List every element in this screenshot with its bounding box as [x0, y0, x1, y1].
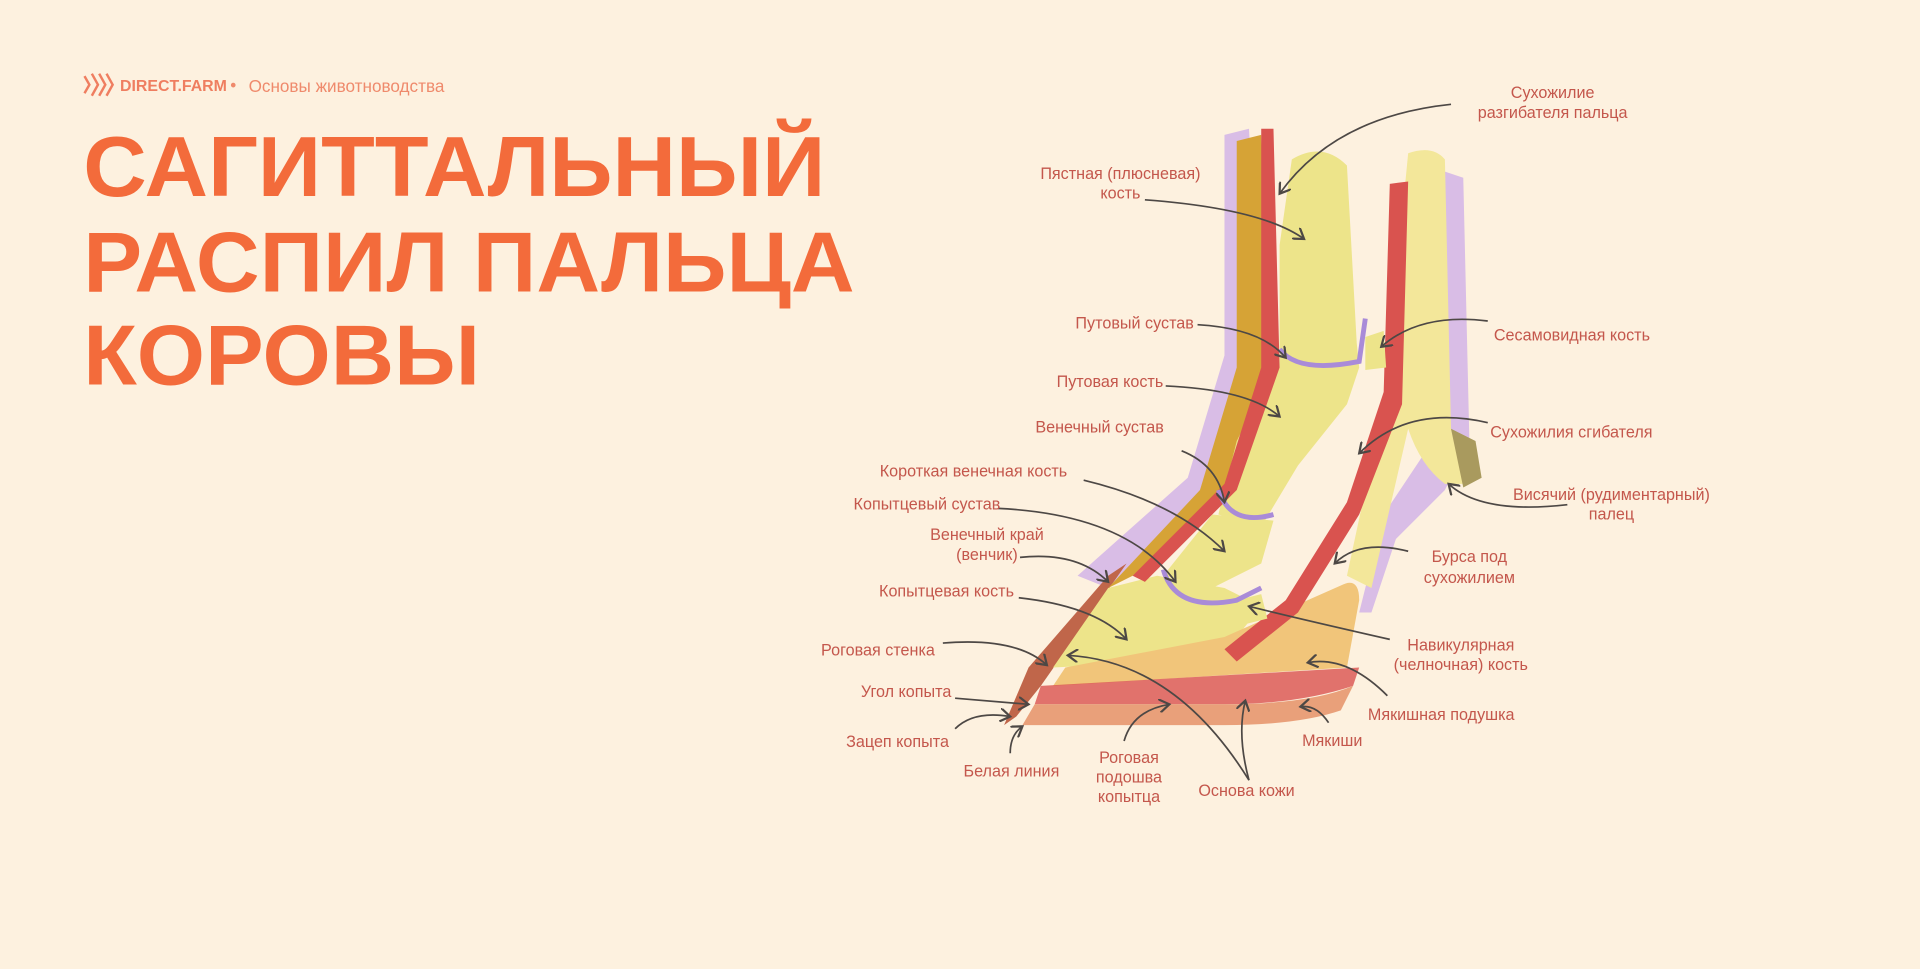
horn-wall: [1004, 563, 1127, 726]
label-sesamoid: Сесамовидная кость: [1494, 327, 1650, 345]
sole-dermis: [1034, 667, 1360, 705]
header: DIRECT.FARM • Основы животноводства: [83, 73, 445, 97]
label-dewclaw-2: палец: [1589, 505, 1634, 523]
label-coffin-bone: Копытцевая кость: [879, 583, 1014, 601]
label-metacarpal-1: Пястная (плюсневая): [1040, 165, 1200, 183]
separator: •: [230, 75, 236, 95]
label-sole-2: подошва: [1096, 769, 1162, 787]
label-short-coronal: Короткая венечная кость: [880, 463, 1068, 481]
label-white-line: Белая линия: [963, 763, 1059, 781]
label-dewclaw-1: Висячий (рудиментарный): [1513, 486, 1710, 504]
sesamoid-bone: [1365, 330, 1387, 371]
label-horn-wall: Роговая стенка: [821, 641, 935, 659]
label-pastern-bone: Путовая кость: [1057, 373, 1164, 391]
page-title: САГИТТАЛЬНЫЙ РАСПИЛ ПАЛЬЦА КОРОВЫ: [83, 118, 854, 404]
metacarpal-bone: [1279, 151, 1360, 368]
label-coffin-joint: Копытцевый сустав: [854, 496, 1001, 514]
label-flexor: Сухожилия сгибателя: [1490, 423, 1652, 441]
label-coronary-1: Венечный край: [930, 526, 1044, 544]
label-fetlock-joint: Путовый сустав: [1075, 314, 1193, 332]
label-coronet-joint: Венечный сустав: [1035, 418, 1163, 436]
label-bulbs: Мякиши: [1302, 732, 1362, 750]
anatomy-labels: Сухожилие разгибателя пальца Пястная (пл…: [821, 84, 1710, 806]
label-bursa-1: Бурса под: [1432, 548, 1508, 566]
chevrons-right-icon: [83, 73, 115, 97]
digital-cushion: [1053, 582, 1360, 686]
leader-arrows: [942, 103, 1568, 781]
label-hoof-angle: Угол копыта: [861, 683, 951, 701]
dewclaw: [1451, 428, 1482, 488]
label-dermis: Основа кожи: [1198, 782, 1294, 800]
title-line-1: САГИТТАЛЬНЫЙ: [83, 118, 825, 215]
label-metacarpal-2: кость: [1100, 185, 1140, 203]
section-breadcrumb: Основы животноводства: [249, 76, 445, 96]
extensor-tendon: [1132, 128, 1280, 582]
label-sole-3: копытца: [1098, 788, 1160, 806]
label-toe: Зацеп копыта: [846, 733, 949, 751]
title-line-3: КОРОВЫ: [83, 308, 480, 404]
back-skin: [1346, 150, 1464, 588]
label-extensor-2: разгибателя пальца: [1478, 104, 1628, 122]
label-extensor-1: Сухожилие: [1511, 84, 1595, 102]
label-bursa-2: сухожилием: [1424, 569, 1515, 587]
brand-name: DIRECT.FARM: [120, 78, 227, 95]
label-navicular-1: Навикулярная: [1407, 636, 1514, 654]
title-line-2: РАСПИЛ ПАЛЬЦА: [83, 215, 854, 311]
flexor-tendon: [1224, 181, 1409, 662]
label-coronary-2: (венчик): [956, 546, 1018, 564]
label-sole-1: Роговая: [1099, 749, 1159, 767]
label-digital-cushion: Мякишная подушка: [1368, 706, 1515, 724]
label-navicular-2: (челночная) кость: [1394, 656, 1528, 674]
